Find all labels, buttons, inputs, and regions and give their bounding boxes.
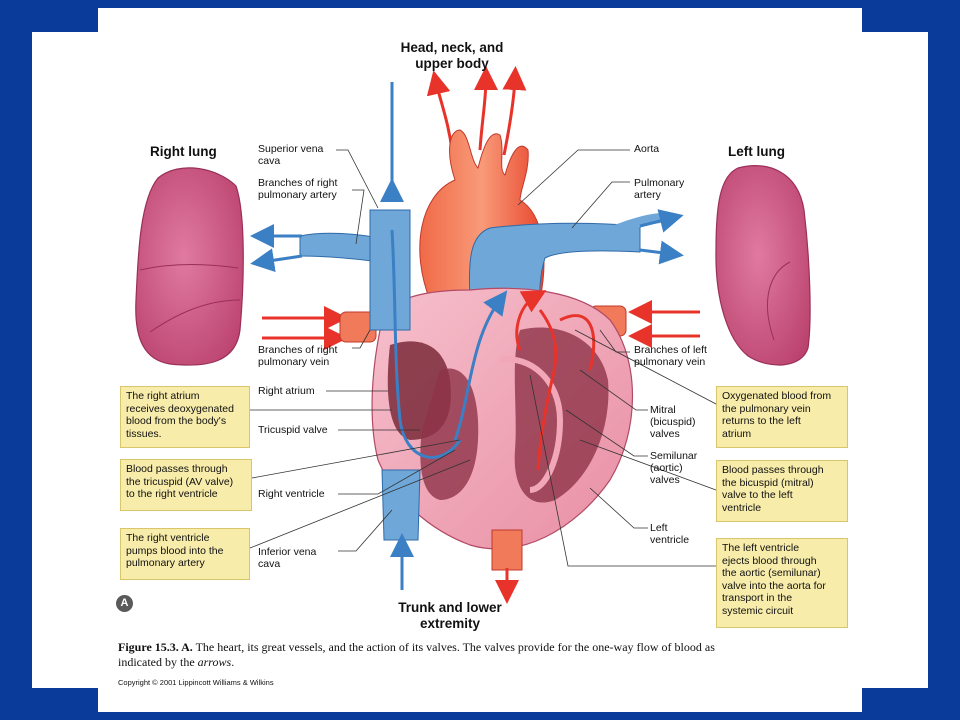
leader-lines	[249, 149, 717, 567]
caption-text: The heart, its great vessels, and the ac…	[118, 640, 715, 669]
descending-aorta	[491, 529, 523, 604]
left-lung-shape	[715, 165, 811, 366]
head-label: Head, neck, and upper body	[400, 40, 504, 71]
panel-badge: A	[116, 595, 133, 612]
branches-right-pulmonary-vein-label: Branches of right pulmonary vein	[258, 344, 338, 368]
right-atrium-label: Right atrium	[258, 385, 315, 397]
copyright-notice: Copyright © 2001 Lippincott Williams & W…	[118, 678, 274, 687]
caption-figure-number: Figure 15.3. A.	[118, 640, 193, 654]
caption-end: .	[231, 655, 235, 669]
left-ventricle-label: Left ventricle	[650, 522, 690, 546]
mitral-valves-label: Mitral (bicuspid) valves	[650, 404, 696, 440]
oxygenated-flow	[515, 290, 596, 471]
inferior-vena-cava-label: Inferior vena cava	[258, 546, 317, 570]
callout-oxygenated: Oxygenated blood from the pulmonary vein…	[716, 386, 848, 448]
branches-right-pulmonary-artery-label: Branches of right pulmonary artery	[258, 177, 338, 201]
callout-right-atrium: The right atrium receives deoxygenated b…	[120, 386, 250, 448]
right-ventricle-label: Right ventricle	[258, 488, 325, 500]
aorta-label: Aorta	[634, 143, 660, 155]
right-lung-shape	[135, 167, 244, 366]
figure-caption: Figure 15.3. A. The heart, its great ves…	[118, 640, 718, 670]
superior-vena-cava-label: Superior vena cava	[258, 143, 324, 167]
vena-cava-shape	[369, 209, 508, 590]
callout-right-ventricle: The right ventricle pumps blood into the…	[120, 528, 250, 580]
callout-left-ventricle: The left ventricle ejects blood through …	[716, 538, 848, 628]
tricuspid-valve-label: Tricuspid valve	[258, 424, 328, 436]
caption-arrows: arrows	[197, 655, 232, 669]
right-lung-label: Right lung	[150, 144, 217, 159]
callout-tricuspid: Blood passes through the tricuspid (AV v…	[120, 459, 252, 511]
callout-bicuspid: Blood passes through the bicuspid (mitra…	[716, 460, 848, 522]
semilunar-valves-label: Semilunar (aortic) valves	[650, 450, 698, 486]
left-lung-label: Left lung	[728, 144, 785, 159]
pulmonary-artery-label: Pulmonary artery	[634, 177, 685, 201]
branches-left-pulmonary-vein-label: Branches of left pulmonary vein	[634, 344, 707, 368]
trunk-label: Trunk and lower extremity	[398, 600, 502, 631]
